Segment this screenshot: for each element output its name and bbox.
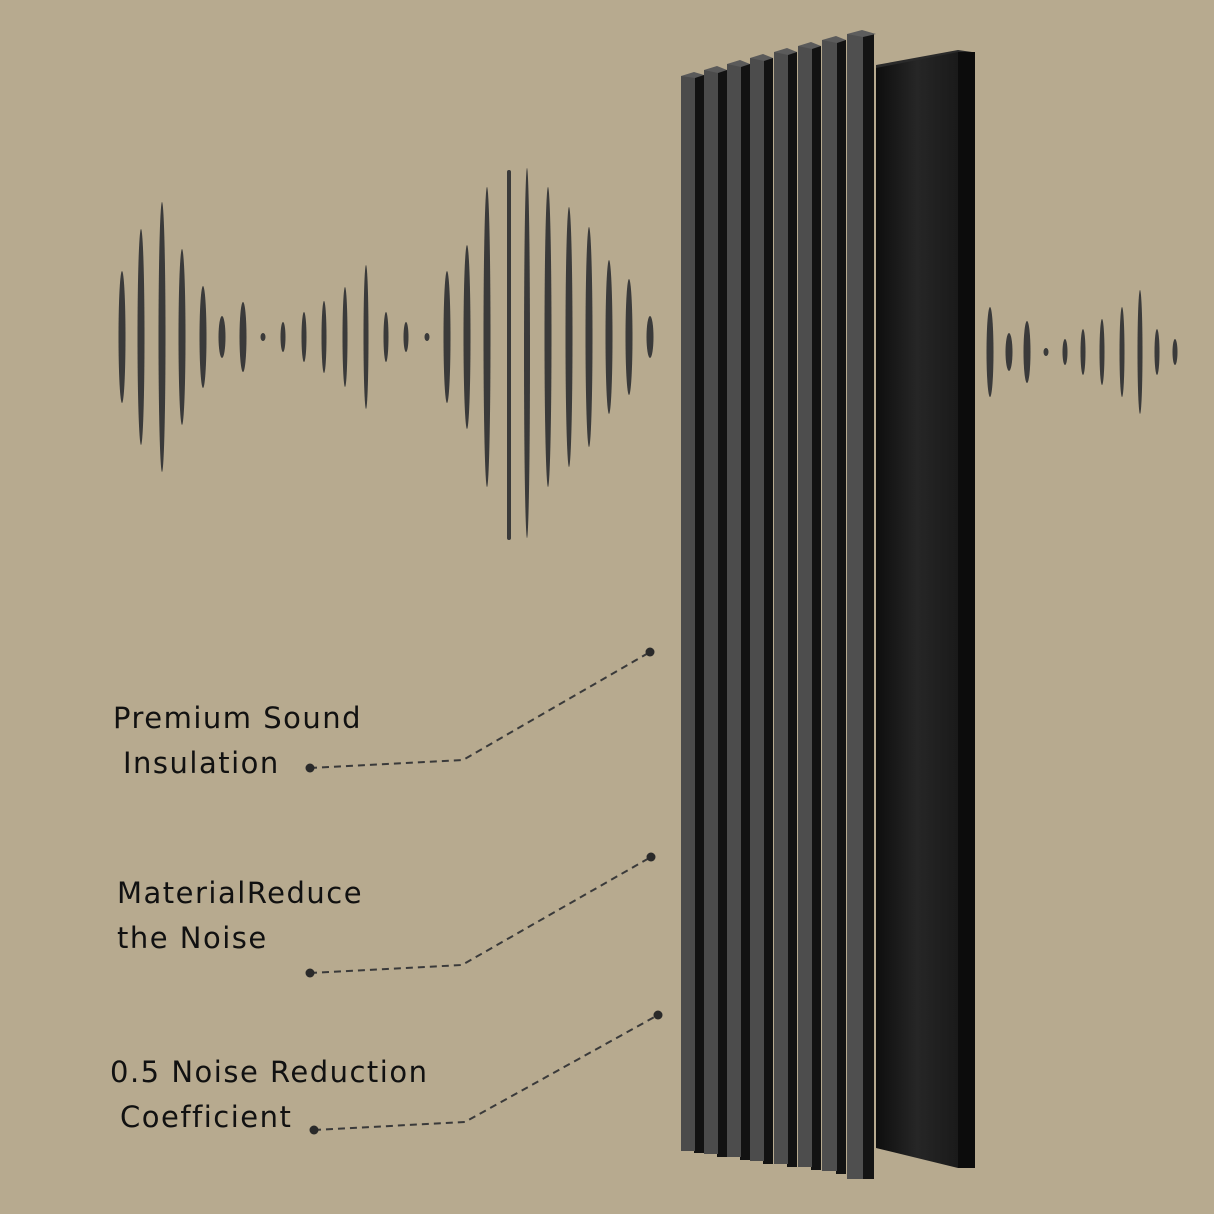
feature-label-sound-insulation: Premium Sound Insulation — [113, 696, 362, 786]
slat-group — [681, 30, 876, 1179]
feature-label-line: 0.5 Noise Reduction — [110, 1055, 429, 1089]
feature-label-nrc: 0.5 Noise Reduction Coefficient — [110, 1050, 428, 1140]
callout-lines — [309, 651, 659, 1131]
sound-wave-left-icon — [118, 168, 654, 540]
feature-label-line: Insulation — [123, 746, 280, 780]
feature-label-line: MaterialReduce — [117, 876, 364, 910]
feature-label-line: Premium Sound — [113, 701, 363, 735]
feature-label-line: Coefficient — [120, 1100, 293, 1134]
callout-line-2 — [309, 856, 652, 974]
callout-line-1 — [309, 651, 651, 769]
feature-label-line: the Noise — [117, 921, 268, 955]
sound-wave-right-icon — [986, 290, 1178, 414]
feature-label-reduce-noise: MaterialReduce the Noise — [117, 871, 363, 961]
acoustic-panel-icon — [681, 30, 975, 1179]
callout-line-3 — [313, 1014, 659, 1131]
callout-dots — [305, 647, 663, 1135]
